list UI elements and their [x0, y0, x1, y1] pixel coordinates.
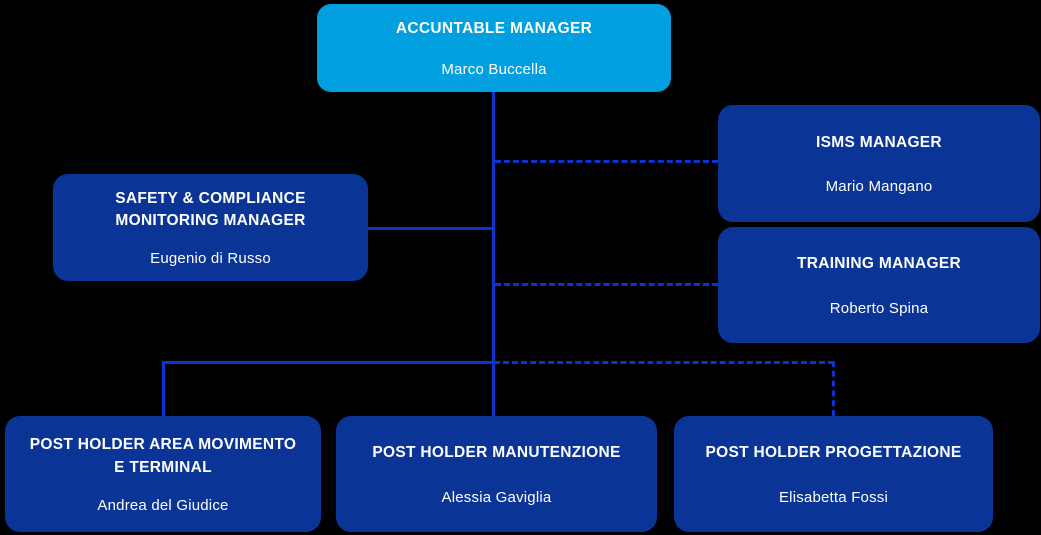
connector-progettazione-dashed-vertical — [832, 361, 835, 416]
node-person: Andrea del Giudice — [97, 496, 229, 514]
org-node-post-holder-progettazione: POST HOLDER PROGETTAZIONE Elisabetta Fos… — [674, 416, 993, 532]
node-title: POST HOLDER PROGETTAZIONE — [705, 444, 962, 462]
node-title: ACCUNTABLE MANAGER — [395, 20, 593, 38]
node-person: Roberto Spina — [829, 299, 929, 317]
connector-safety-solid — [368, 227, 494, 230]
node-title: TRAINING MANAGER — [796, 255, 962, 273]
org-node-post-holder-area-movimento-terminal: POST HOLDER AREA MOVIMENTO E TERMINAL An… — [5, 416, 321, 532]
connector-trunk-vertical — [492, 92, 495, 416]
node-title: ISMS MANAGER — [816, 133, 942, 151]
connector-movimento-vertical — [162, 361, 165, 416]
org-node-safety-compliance-monitoring-manager: SAFETY & COMPLIANCE MONITORING MANAGER E… — [53, 174, 368, 281]
node-person: Eugenio di Russo — [150, 250, 271, 268]
connector-training-dashed — [495, 283, 718, 286]
node-title: SAFETY & COMPLIANCE MONITORING MANAGER — [115, 189, 306, 229]
node-person: Marco Buccella — [441, 60, 547, 78]
node-person: Mario Mangano — [825, 178, 933, 196]
node-title: POST HOLDER AREA MOVIMENTO E TERMINAL — [29, 436, 297, 476]
connector-bottom-right-dashed — [494, 361, 834, 364]
org-node-training-manager: TRAINING MANAGER Roberto Spina — [718, 227, 1040, 343]
connector-bottom-left-solid — [162, 361, 494, 364]
connector-isms-dashed — [495, 160, 718, 163]
org-node-accountable-manager: ACCUNTABLE MANAGER Marco Buccella — [317, 4, 671, 92]
node-title: POST HOLDER MANUTENZIONE — [372, 444, 621, 462]
org-node-isms-manager: ISMS MANAGER Mario Mangano — [718, 105, 1040, 222]
node-person: Alessia Gaviglia — [441, 488, 552, 506]
node-person: Elisabetta Fossi — [778, 488, 889, 506]
org-node-post-holder-manutenzione: POST HOLDER MANUTENZIONE Alessia Gavigli… — [336, 416, 657, 532]
